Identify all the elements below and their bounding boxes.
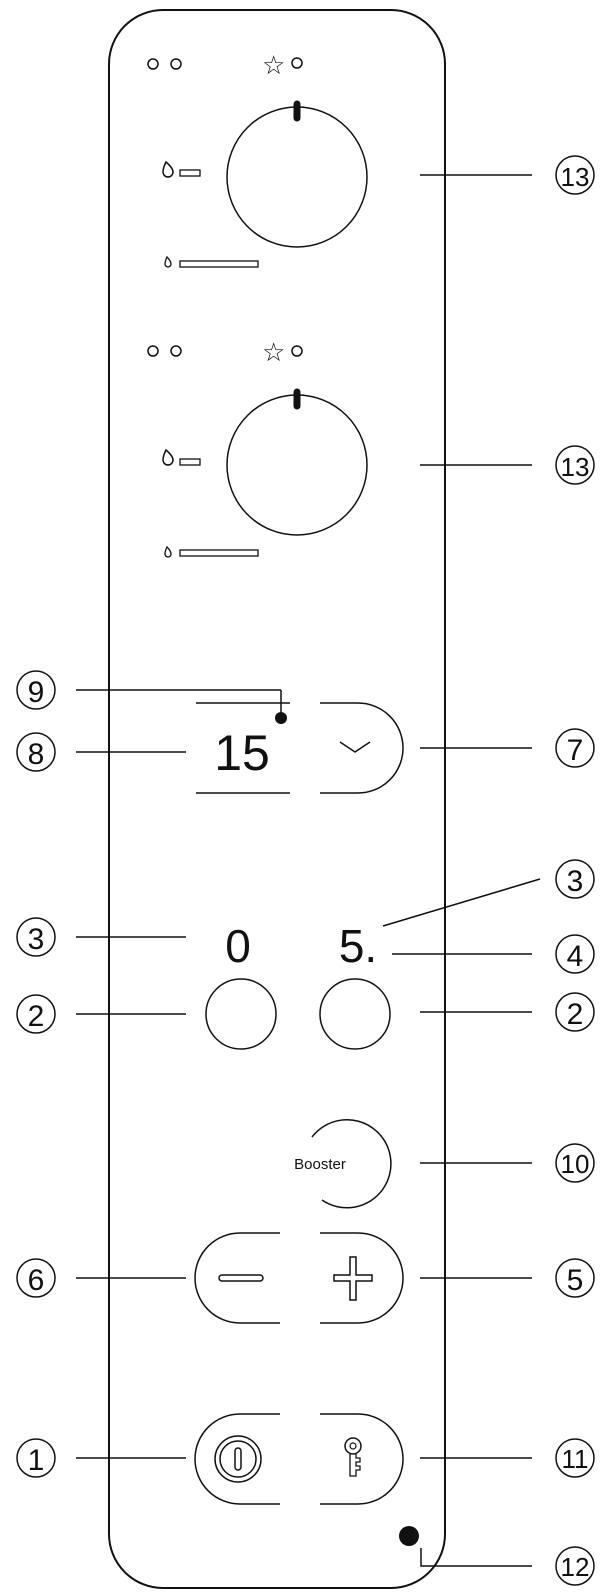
minus-plus-row (76, 1232, 532, 1324)
indicator-dot-icon (147, 345, 159, 357)
chevron-down-icon (339, 741, 371, 753)
left-zone-level: 0 (225, 920, 251, 972)
callout-11-circle (555, 1438, 595, 1478)
callout-6-circle (16, 1258, 56, 1298)
key-lock-button[interactable] (320, 1413, 404, 1505)
small-bar-icon (179, 169, 201, 177)
callouts: 9 8 7 3 3 4 2 2 10 6 5 1 11 (16, 670, 595, 1586)
callout-10-label: 10 (561, 1149, 590, 1179)
large-bar-icon (179, 260, 259, 268)
booster-row: Booster (294, 1119, 532, 1209)
callout-3-circle (16, 917, 56, 957)
booster-label: Booster (294, 1156, 346, 1173)
callout-7-circle (555, 728, 595, 768)
callout-8-circle (16, 732, 56, 772)
star-icon: ☆ (262, 338, 285, 368)
power-icon (214, 1435, 262, 1483)
callout-5-label: 5 (567, 1264, 584, 1297)
right-zone-button[interactable] (319, 978, 391, 1050)
callout-2-circle (16, 994, 56, 1034)
callout-13-circle (555, 155, 595, 195)
callout-13-label: 13 (561, 452, 590, 482)
indicator-dot-icon (291, 57, 303, 69)
water-drop-icon (162, 448, 174, 466)
dial-1-group: ☆ 13 (147, 51, 595, 268)
callout-5-circle (555, 1258, 595, 1298)
minus-button[interactable] (194, 1232, 280, 1324)
callout-2-label: 2 (567, 998, 584, 1031)
callout-9-label: 9 (28, 676, 45, 709)
water-drop-icon (162, 160, 174, 178)
timer-row: 15 (76, 689, 532, 794)
power-icon-inner (219, 1440, 257, 1478)
sensor-dot (399, 1526, 419, 1546)
callout-2-label: 2 (28, 1000, 45, 1033)
callout-11-label: 11 (562, 1444, 589, 1474)
leader-line (420, 1548, 532, 1567)
timer-indicator-dot (275, 712, 287, 724)
plus-icon (333, 1256, 373, 1301)
power-button[interactable] (194, 1413, 280, 1505)
indicator-dot-icon (170, 345, 182, 357)
callout-10-circle (555, 1143, 595, 1183)
panel-outline (108, 9, 446, 1589)
callout-3-circle (555, 859, 595, 899)
callout-1-circle (16, 1438, 56, 1478)
right-zone-level: 5. (339, 920, 377, 972)
callout-3-label: 3 (567, 865, 584, 898)
callout-13-circle (555, 445, 595, 485)
water-drop-icon (164, 545, 172, 558)
minus-icon (218, 1274, 264, 1282)
leader-line (382, 878, 541, 927)
callout-13-label: 13 (561, 162, 590, 192)
callout-3-label: 3 (28, 923, 45, 956)
callout-12-circle (555, 1546, 595, 1586)
power-key-row (76, 1413, 532, 1567)
star-icon: ☆ (262, 51, 285, 81)
callout-4-circle (555, 934, 595, 974)
small-bar-icon (179, 458, 201, 466)
callout-7-label: 7 (567, 734, 584, 767)
plus-button[interactable] (320, 1232, 404, 1324)
indicator-dot-icon (291, 345, 303, 357)
indicator-dot-icon (147, 58, 159, 70)
timer-select-button[interactable] (320, 702, 404, 794)
callout-4-label: 4 (567, 940, 584, 973)
left-zone-button[interactable] (205, 978, 277, 1050)
power-icon-bar (234, 1447, 242, 1471)
booster-button[interactable] (311, 1119, 392, 1209)
water-drop-icon (164, 255, 172, 268)
zone-levels-row: 0 5. (76, 878, 541, 1050)
callout-12-label: 12 (561, 1552, 590, 1582)
large-bar-icon (179, 549, 259, 557)
callout-8-label: 8 (28, 738, 45, 771)
timer-display: 15 (214, 725, 270, 781)
key-icon (344, 1437, 362, 1477)
indicator-dot-icon (170, 58, 182, 70)
callout-6-label: 6 (28, 1264, 45, 1297)
dial-2-group: ☆ 13 (147, 338, 595, 558)
callout-2-circle (555, 992, 595, 1032)
callout-1-label: 1 (28, 1444, 45, 1477)
callout-9-circle (16, 670, 56, 710)
